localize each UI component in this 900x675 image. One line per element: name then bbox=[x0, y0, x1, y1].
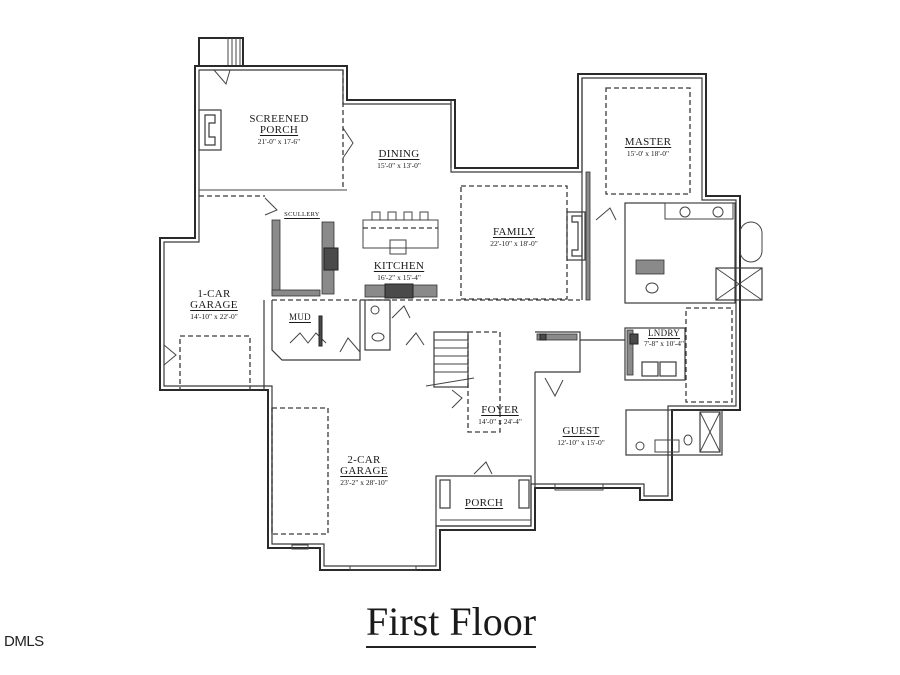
room-name: MUD bbox=[289, 312, 311, 322]
room-name: FOYER bbox=[481, 404, 519, 416]
room-name: GUEST bbox=[562, 425, 600, 437]
room-name: FAMILY bbox=[492, 226, 536, 238]
laundry-area bbox=[624, 307, 733, 403]
room-label-kitchen: KITCHEN 16'-2" x 15'-4" bbox=[374, 261, 424, 282]
room-name: PORCH bbox=[464, 497, 504, 509]
room-dimensions: 15'-0' x 18'-0" bbox=[626, 149, 670, 158]
room-name: PORCH bbox=[259, 124, 299, 136]
stairs bbox=[425, 331, 501, 433]
room-name: GARAGE bbox=[190, 299, 238, 311]
room-label-guest: GUEST 12'-10" x 15'-0" bbox=[557, 426, 605, 447]
garage-area bbox=[163, 300, 417, 571]
screened-porch-area bbox=[198, 69, 354, 197]
family-area bbox=[460, 171, 591, 301]
room-label-mud: MUD bbox=[289, 313, 311, 322]
room-dimensions: 7'-8" x 10'-4" bbox=[643, 339, 685, 348]
room-name: GARAGE bbox=[340, 465, 388, 477]
room-name: KITCHEN bbox=[373, 260, 425, 272]
room-dimensions: 16'-2" x 15'-4" bbox=[377, 273, 421, 282]
room-label-screened-porch: SCREENED PORCH 21'-0" x 17-6" bbox=[249, 114, 308, 146]
room-label-foyer: FOYER 14'-0" x 24'-4" bbox=[478, 405, 522, 426]
room-label-laundry: LNDRY 7'-8" x 10'-4" bbox=[644, 329, 684, 348]
room-name: 2-CAR bbox=[347, 454, 381, 466]
master-bath bbox=[595, 202, 763, 304]
master-area bbox=[581, 78, 691, 300]
front-porch-area bbox=[435, 461, 532, 527]
room-dimensions: 14'-0" x 24'-4" bbox=[478, 417, 522, 426]
room-dimensions: 22'-10" x 18'-0" bbox=[490, 239, 538, 248]
room-name: MASTER bbox=[624, 136, 672, 148]
room-name: DINING bbox=[378, 148, 420, 160]
room-dimensions: 21'-0" x 17-6" bbox=[257, 137, 301, 146]
room-dimensions: 12'-10" x 15'-0" bbox=[557, 438, 605, 447]
room-label-one-car-garage: 1-CAR GARAGE 14'-10" x 22'-0" bbox=[190, 289, 238, 321]
room-label-porch: PORCH bbox=[465, 498, 503, 509]
room-label-dining: DINING 15'-0" x 13'-0" bbox=[377, 149, 421, 170]
room-label-two-car-garage: 2-CAR GARAGE 23'-2" x 28'-10" bbox=[340, 455, 388, 487]
room-name: LNDRY bbox=[647, 328, 681, 338]
watermark-logo: DMLS bbox=[4, 633, 44, 650]
room-dimensions: 14'-10" x 22'-0" bbox=[190, 312, 238, 321]
room-name: SCULLERY bbox=[284, 211, 320, 218]
kitchen-area bbox=[264, 197, 580, 301]
room-dimensions: 15'-0" x 13'-0" bbox=[377, 161, 421, 170]
plan-title: First Floor bbox=[366, 600, 537, 648]
room-label-family: FAMILY 22'-10" x 18'-0" bbox=[490, 227, 538, 248]
guest-bath bbox=[625, 409, 723, 456]
room-name: SCREENED bbox=[249, 113, 309, 125]
guest-area bbox=[534, 331, 625, 491]
room-dimensions: 23'-2" x 28'-10" bbox=[340, 478, 388, 487]
room-label-scullery: SCULLERY bbox=[284, 211, 320, 219]
room-label-master: MASTER 15'-0' x 18'-0" bbox=[625, 137, 671, 158]
room-name: 1-CAR bbox=[197, 288, 231, 300]
rear-steps bbox=[198, 37, 244, 67]
mud-powder-area bbox=[271, 299, 425, 361]
